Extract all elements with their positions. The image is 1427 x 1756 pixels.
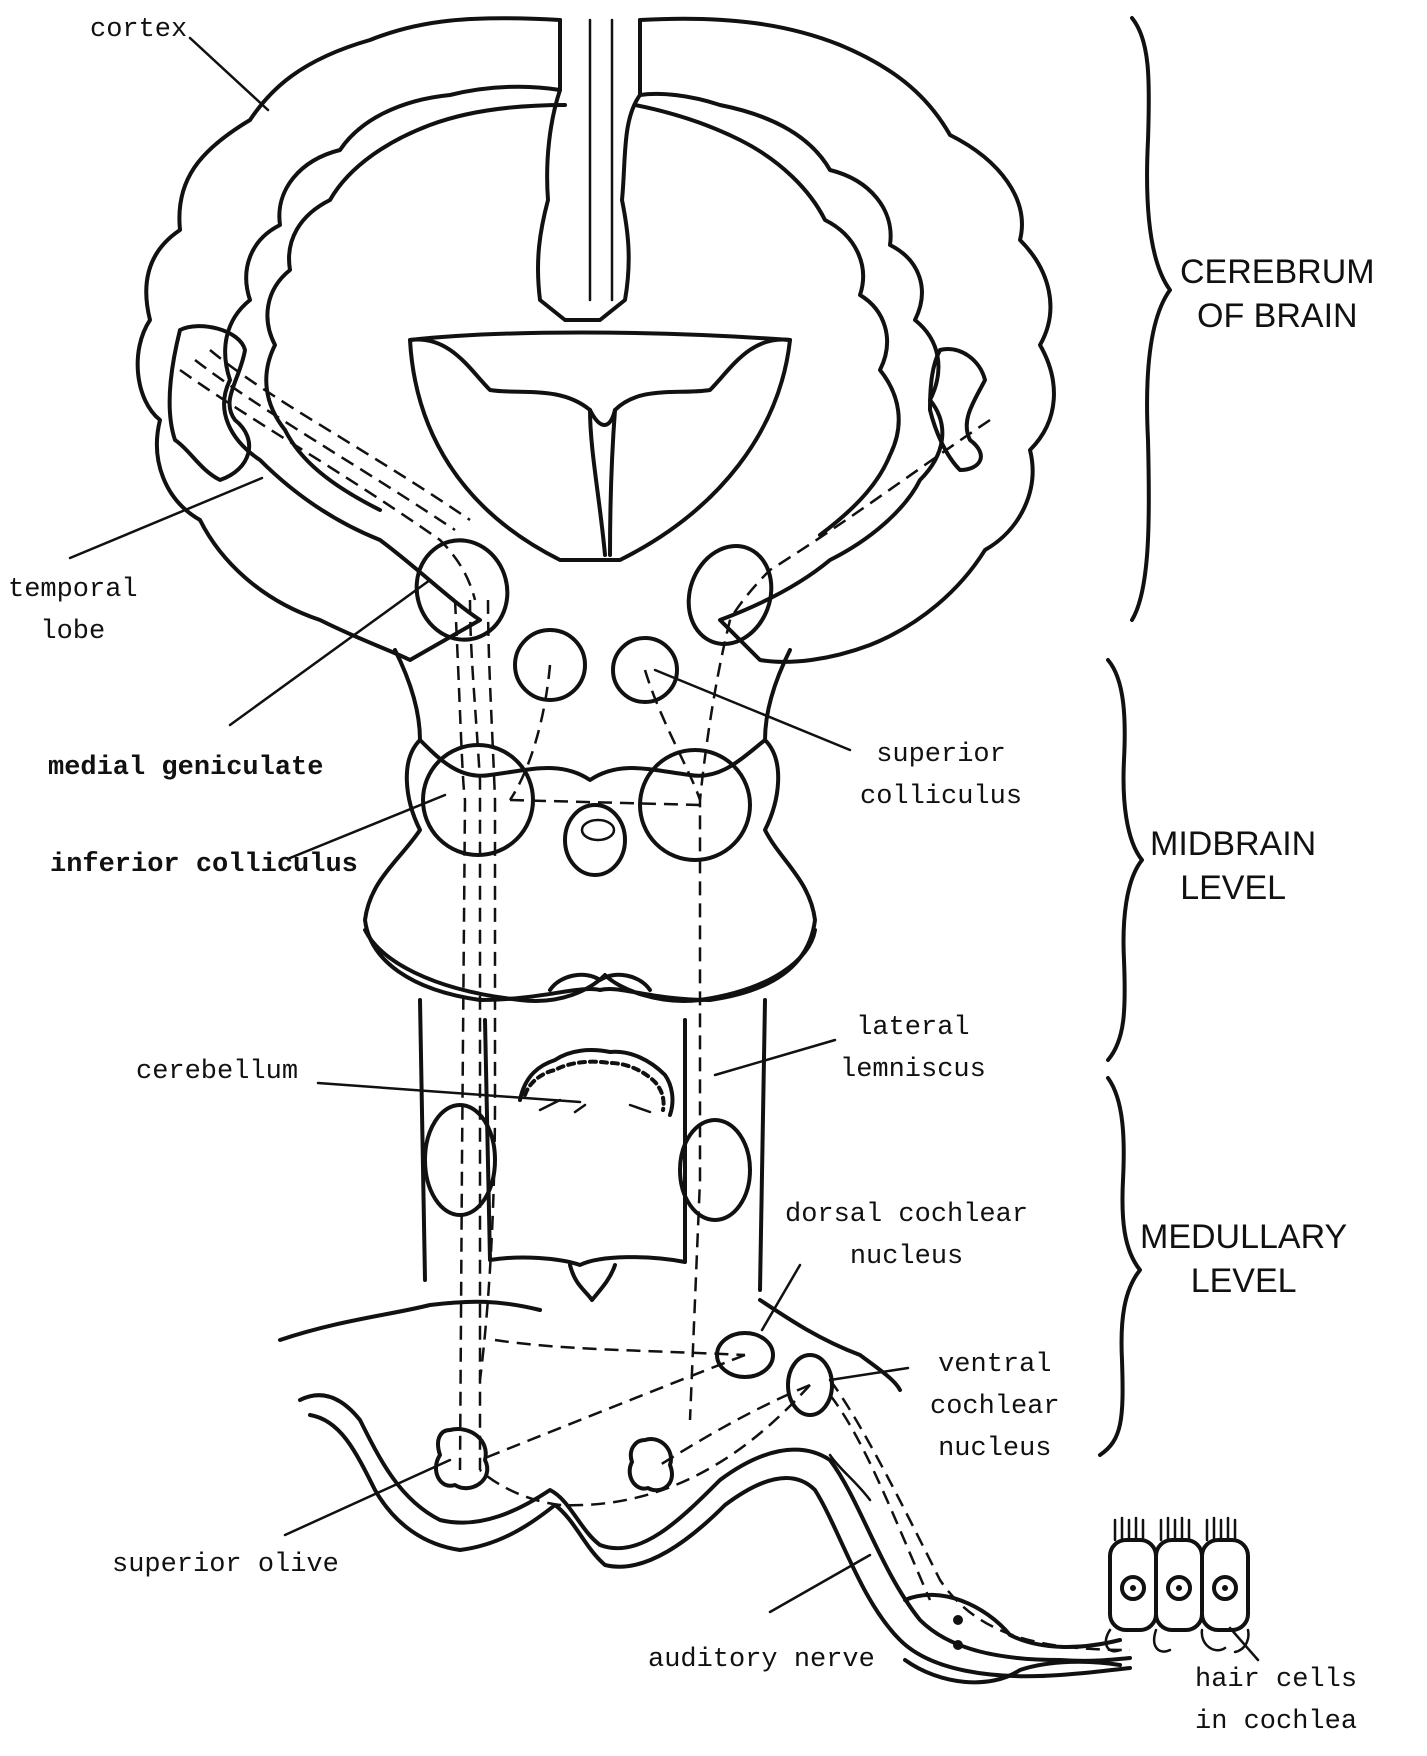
hair-cells-shape: [1106, 1518, 1249, 1652]
midbrain-level-label: MIDBRAIN LEVEL: [1150, 822, 1316, 910]
nuclei: [406, 530, 832, 1490]
auditory-nerve-leader: [770, 1555, 870, 1612]
medial-geniculate-leader: [230, 580, 430, 725]
ventral-cochlear-nucleus-leader: [830, 1368, 908, 1380]
cerebellum-label: cerebellum: [136, 1052, 298, 1094]
cerebrum-level-label: CEREBRUM OF BRAIN: [1180, 250, 1375, 338]
medullary-nucleus-left: [425, 1105, 495, 1215]
superior-colliculus-leader: [655, 670, 850, 750]
superior-olive-right-shape: [630, 1439, 672, 1490]
ventral-cochlear-nucleus-label: ventral cochlear nucleus: [930, 1345, 1060, 1471]
auditory-nerve-shape: [905, 1595, 1120, 1682]
medullary-level-label: MEDULLARY LEVEL: [1140, 1215, 1347, 1303]
cerebral-cortex: [138, 18, 1054, 662]
midbrain-brace: [1108, 660, 1142, 1060]
hair-cells-label: hair cells in cochlea: [1195, 1660, 1357, 1744]
hair-cells-leader: [1230, 1628, 1258, 1660]
cerebellum-shape: [520, 1050, 672, 1115]
cortex-label: cortex: [90, 10, 187, 52]
lateral-lemniscus-label: lateral lemniscus: [840, 1008, 986, 1092]
dorsal-cochlear-nucleus-label: dorsal cochlear nucleus: [785, 1195, 1028, 1279]
medullary-nucleus-right: [680, 1120, 750, 1220]
temporal-lobe-leader: [70, 478, 262, 558]
superior-olive-label: superior olive: [112, 1545, 339, 1587]
medullary-brace: [1100, 1078, 1140, 1455]
temporal-lobe-label: temporal lobe: [8, 570, 138, 654]
cerebellum-leader: [318, 1083, 580, 1102]
cortex-leader: [190, 38, 268, 110]
superior-colliculus-label: superior colliculus: [860, 735, 1022, 819]
medial-geniculate-label: medial geniculate: [48, 748, 323, 790]
auditory-nerve-label: auditory nerve: [648, 1640, 875, 1682]
cerebrum-brace: [1132, 18, 1170, 620]
inferior-colliculus-label: inferior colliculus: [50, 845, 358, 887]
lateral-lemniscus-leader: [715, 1040, 835, 1075]
